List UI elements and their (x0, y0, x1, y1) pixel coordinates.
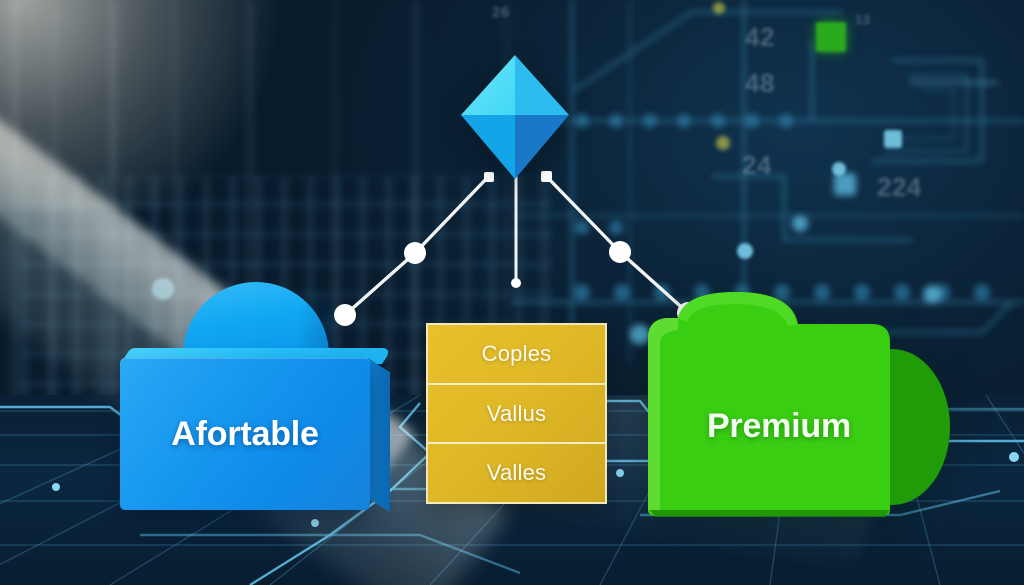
cloud-base-shadow (650, 510, 890, 517)
background-yellow-led-2 (716, 136, 730, 150)
tier-affordable[interactable]: Afortable (120, 282, 395, 517)
cloud-body-green (648, 292, 890, 516)
cloud-rim-light (648, 318, 678, 510)
background-yellow-led-1 (713, 2, 725, 14)
table-row[interactable]: Vallus (428, 382, 605, 443)
tier-affordable-label: Afortable (171, 414, 319, 453)
table-row-label: Vallus (486, 400, 547, 426)
table-row-label: Coples (481, 340, 552, 366)
box-front-face: Afortable (120, 358, 370, 510)
tier-premium-label: Premium (706, 407, 852, 445)
table-row-label: Valles (486, 460, 547, 486)
background-green-chip (816, 22, 846, 52)
tier-premium[interactable]: Premium (640, 292, 960, 517)
background-cyan-node-3 (737, 243, 753, 259)
facet-lower-right (515, 115, 569, 179)
facet-upper-right (515, 55, 569, 115)
cloud-highlight (678, 292, 797, 326)
features-table[interactable]: Coples Vallus Valles (426, 323, 607, 504)
background-number: 24 (742, 150, 772, 180)
background-cyan-node-2 (832, 162, 846, 176)
background-number: 48 (745, 68, 775, 98)
background-cyan-node-1 (884, 130, 902, 148)
background-number: 224 (877, 172, 922, 202)
background-number: 26 (492, 4, 510, 21)
table-row[interactable]: Coples (428, 325, 605, 383)
background-number: 42 (745, 22, 775, 52)
box-side-face (368, 358, 390, 513)
octahedron-hub[interactable] (455, 53, 575, 183)
table-row[interactable]: Valles (428, 442, 605, 502)
facet-lower-left (461, 115, 515, 179)
background-number: 13 (855, 12, 871, 27)
